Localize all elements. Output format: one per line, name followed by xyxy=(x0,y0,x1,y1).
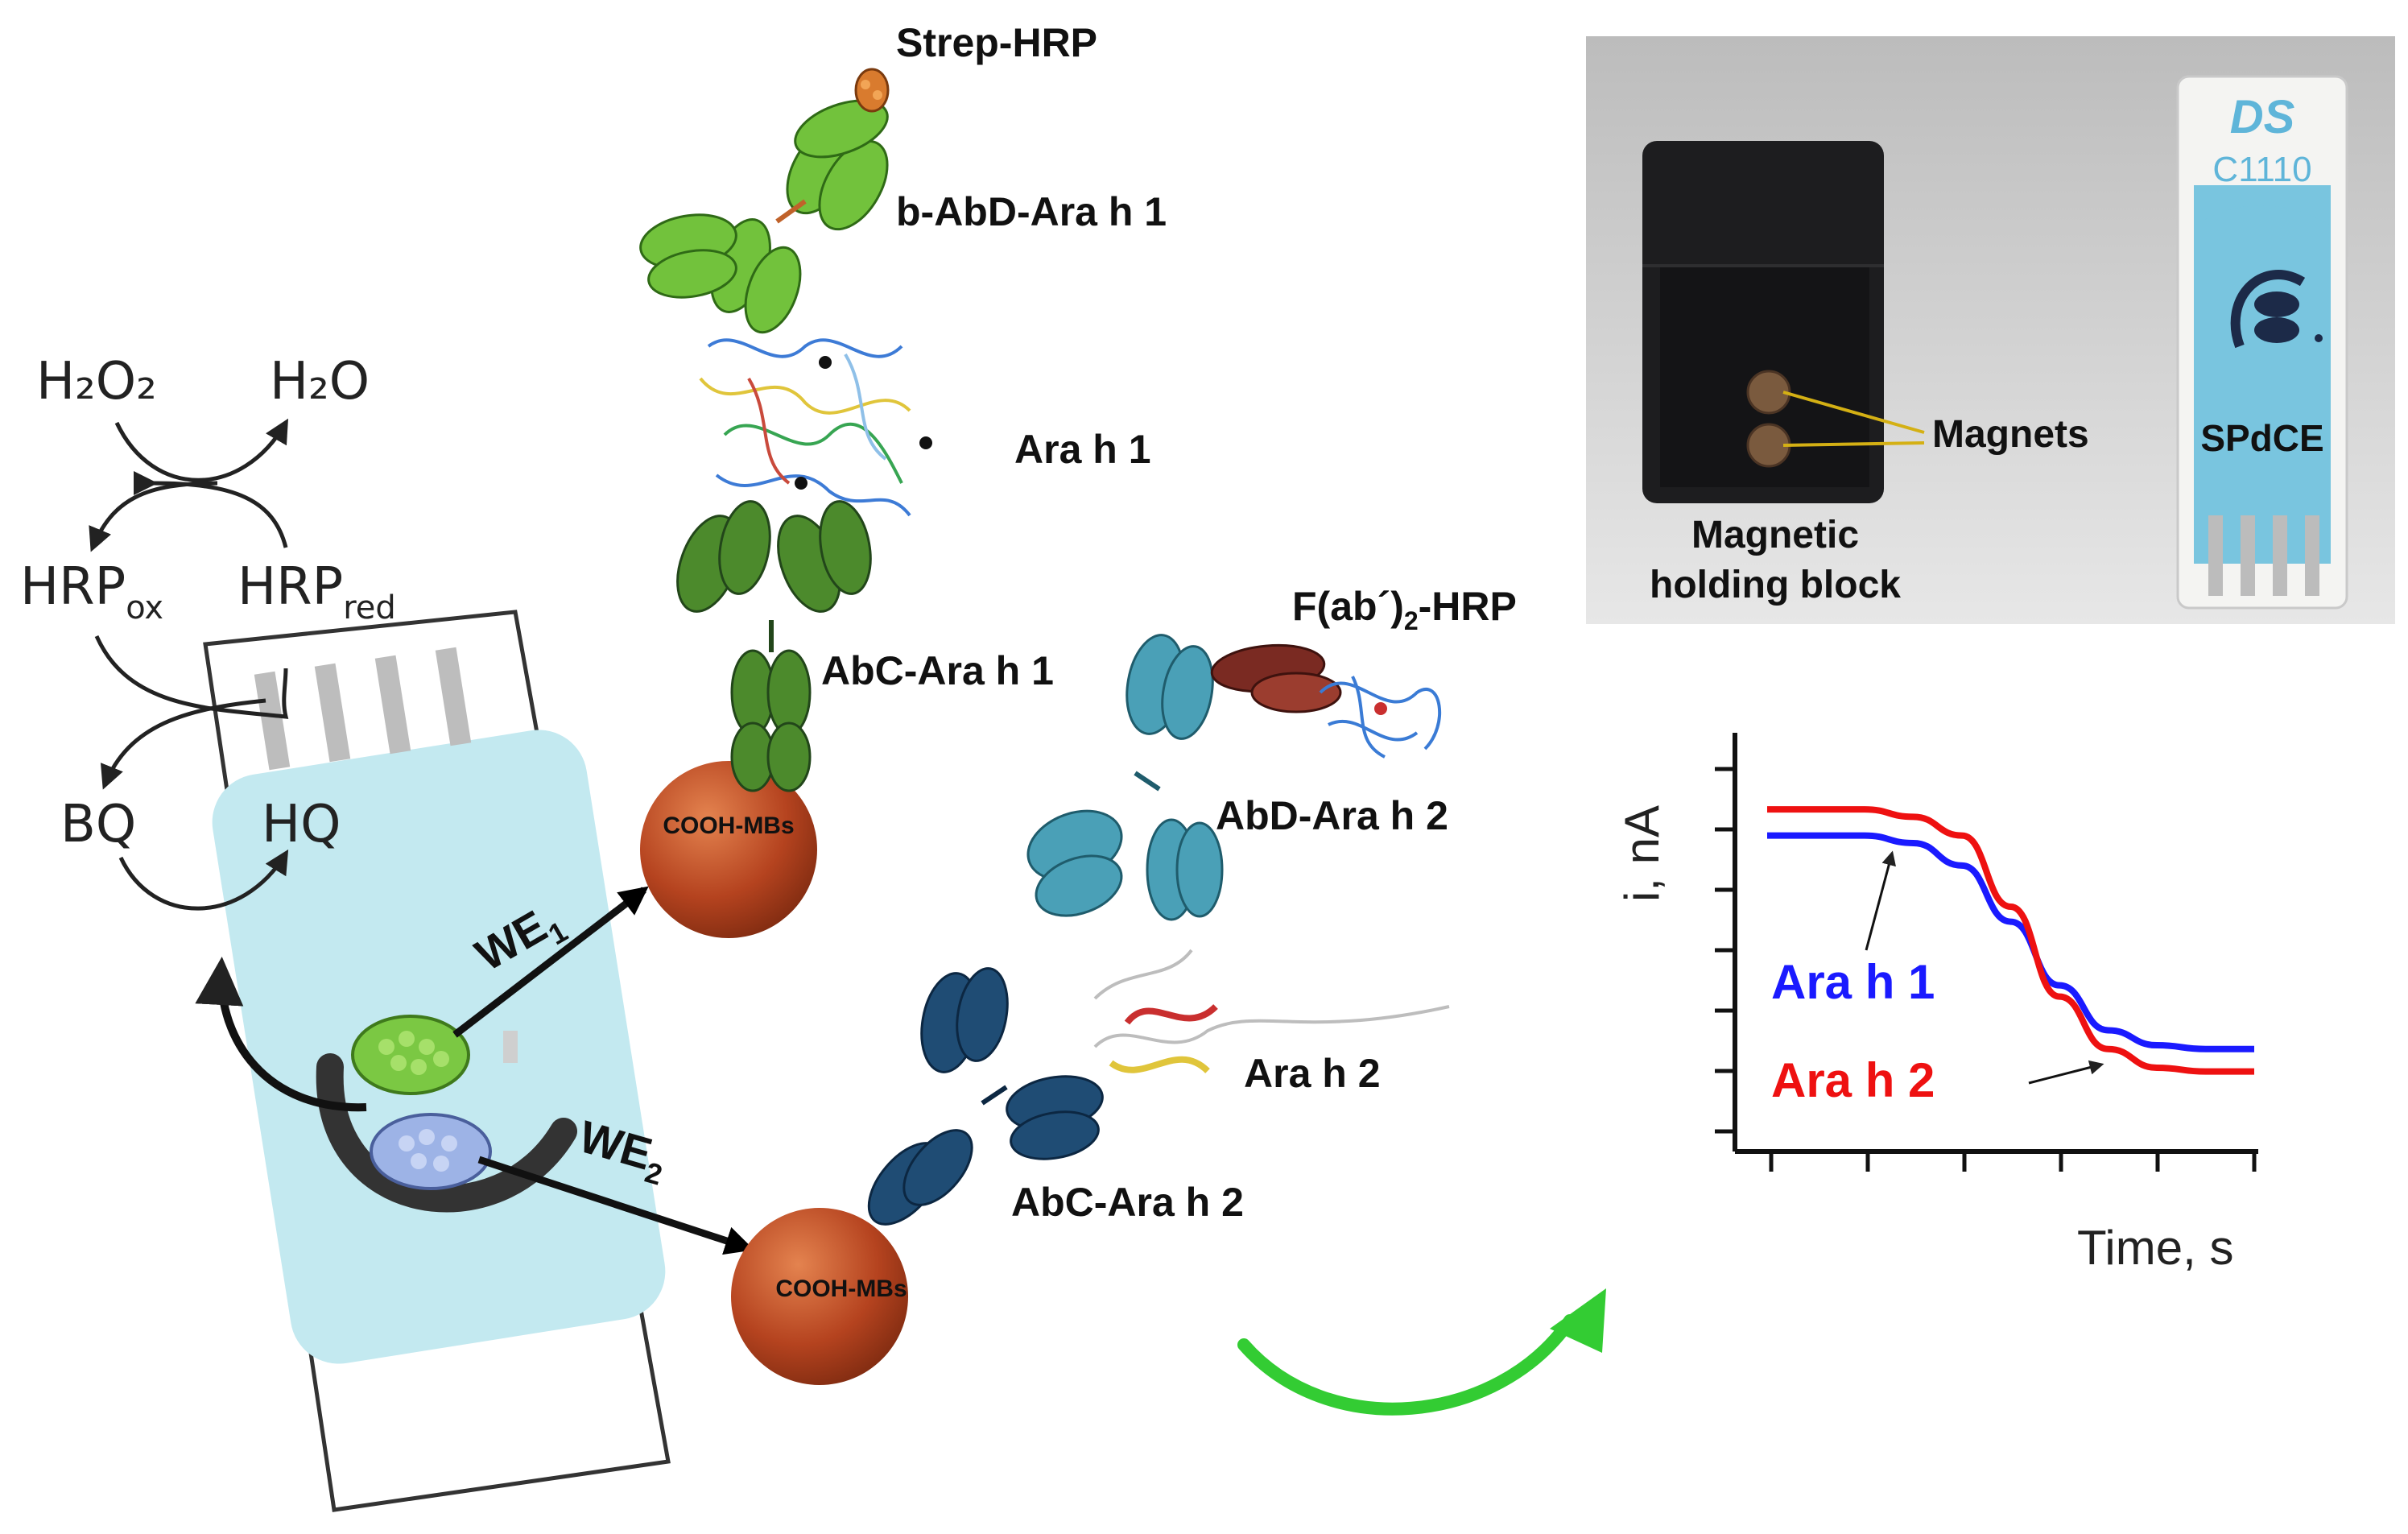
brand-label: DS xyxy=(2230,91,2295,143)
spdce-label: SPdCE xyxy=(2200,417,2323,459)
amperometric-chart: i, nA Time, s Ara h 1 Ara h 2 xyxy=(1615,733,2258,1275)
bead-2 xyxy=(731,1208,908,1385)
fab-hrp-subscript: 2 xyxy=(1404,606,1419,635)
fab-hrp-suffix: -HRP xyxy=(1419,584,1517,629)
fab-hrp-prefix: F(ab´) xyxy=(1292,584,1404,629)
svg-text:HRPox: HRPox xyxy=(20,557,163,626)
electron-transfer-arrow xyxy=(195,957,367,1112)
assay-ara-h2: COOH-MBs xyxy=(731,584,1517,1385)
cycle-arrow-low-right xyxy=(94,635,289,719)
capture-antibody-1 xyxy=(676,500,872,792)
series-line-2 xyxy=(1767,806,2254,1075)
reaction-cycle: H₂O₂ H₂O HRPox HRPred BQ HQ xyxy=(20,352,396,1112)
electrode-contacts xyxy=(2208,515,2319,596)
ara-h2-label: Ara h 2 xyxy=(1244,1051,1381,1096)
green-transition-arrow xyxy=(1237,1314,1576,1416)
electrode-pattern xyxy=(2230,270,2323,349)
strep-hrp-label: Strep-HRP xyxy=(896,20,1097,65)
magnets xyxy=(1746,370,1791,468)
cycle-arrow-low-left xyxy=(101,698,266,790)
cycle-arrow-bottom xyxy=(118,849,289,911)
red-subscript: red xyxy=(343,589,396,626)
chart-lines xyxy=(1766,806,2254,1075)
detection-antibody-2 xyxy=(1026,634,1224,921)
capture-antibody-2 xyxy=(867,967,1104,1226)
assay-ara-h1: COOH-MBs xyxy=(639,20,1167,938)
strep-hrp-enzyme xyxy=(854,68,890,113)
we2-bead-cluster xyxy=(370,1113,492,1190)
hq-label: HQ xyxy=(262,795,341,854)
counter-electrode xyxy=(316,1053,577,1213)
svg-text:HRPred: HRPred xyxy=(237,557,396,626)
hrp-red-label: HRP xyxy=(237,557,343,617)
fab-hrp-enzyme xyxy=(1210,643,1442,759)
b-abd-ara-h1-label: b-AbD-Ara h 1 xyxy=(896,189,1167,234)
bq-label: BQ xyxy=(60,795,136,854)
magnet-pointers xyxy=(1782,391,1925,447)
cycle-arrow-mid-right xyxy=(133,470,288,548)
device-photo: DS C1110 SPdCE Magnets Magnetic holding … xyxy=(1586,36,2395,624)
model-label: C1110 xyxy=(2212,150,2311,189)
spdce-electrode: DS C1110 SPdCE xyxy=(2176,75,2348,610)
bead-2-label: COOH-MBs xyxy=(775,1276,907,1302)
ara-h1-label: Ara h 1 xyxy=(1014,427,1151,472)
ara-h1-protein xyxy=(699,338,932,517)
ara-h2-protein xyxy=(1093,949,1450,1073)
block-label-line1: Magnetic xyxy=(1691,514,1859,556)
chart-ticks xyxy=(1715,767,2257,1172)
electrode-strip xyxy=(203,610,671,1512)
bead-1 xyxy=(640,761,817,938)
h2o2-label: H₂O₂ xyxy=(36,352,157,411)
svg-text:F(ab´)2-HRP: F(ab´)2-HRP xyxy=(1292,584,1517,635)
y-axis-label: i, nA xyxy=(1615,805,1669,902)
legend-series-1: Ara h 1 xyxy=(1771,955,1935,1009)
cycle-arrow-top xyxy=(114,418,289,482)
ox-subscript: ox xyxy=(126,589,163,626)
bead-1-label: COOH-MBs xyxy=(663,812,794,839)
detection-antibody-1 xyxy=(639,99,889,334)
abc-ara-h1-label: AbC-Ara h 1 xyxy=(821,648,1054,693)
we1-bead-cluster xyxy=(351,1015,470,1095)
x-axis-label: Time, s xyxy=(2077,1221,2233,1275)
abc-ara-h2-label: AbC-Ara h 2 xyxy=(1011,1180,1244,1225)
h2o-label: H₂O xyxy=(270,352,370,411)
strip-contacts xyxy=(254,647,472,771)
magnets-label: Magnets xyxy=(1932,413,2089,456)
cycle-arrow-mid-left xyxy=(89,481,218,552)
abd-ara-h2-label: AbD-Ara h 2 xyxy=(1216,793,1448,838)
pointer-series-1 xyxy=(1865,850,1896,951)
pointer-series-2 xyxy=(2028,1060,2104,1085)
legend-series-2: Ara h 2 xyxy=(1771,1053,1935,1107)
hrp-ox-label: HRP xyxy=(20,557,126,617)
series-line-1 xyxy=(1766,832,2254,1052)
green-arrow-head xyxy=(1550,1288,1606,1353)
block-label-line2: holding block xyxy=(1650,564,1901,606)
